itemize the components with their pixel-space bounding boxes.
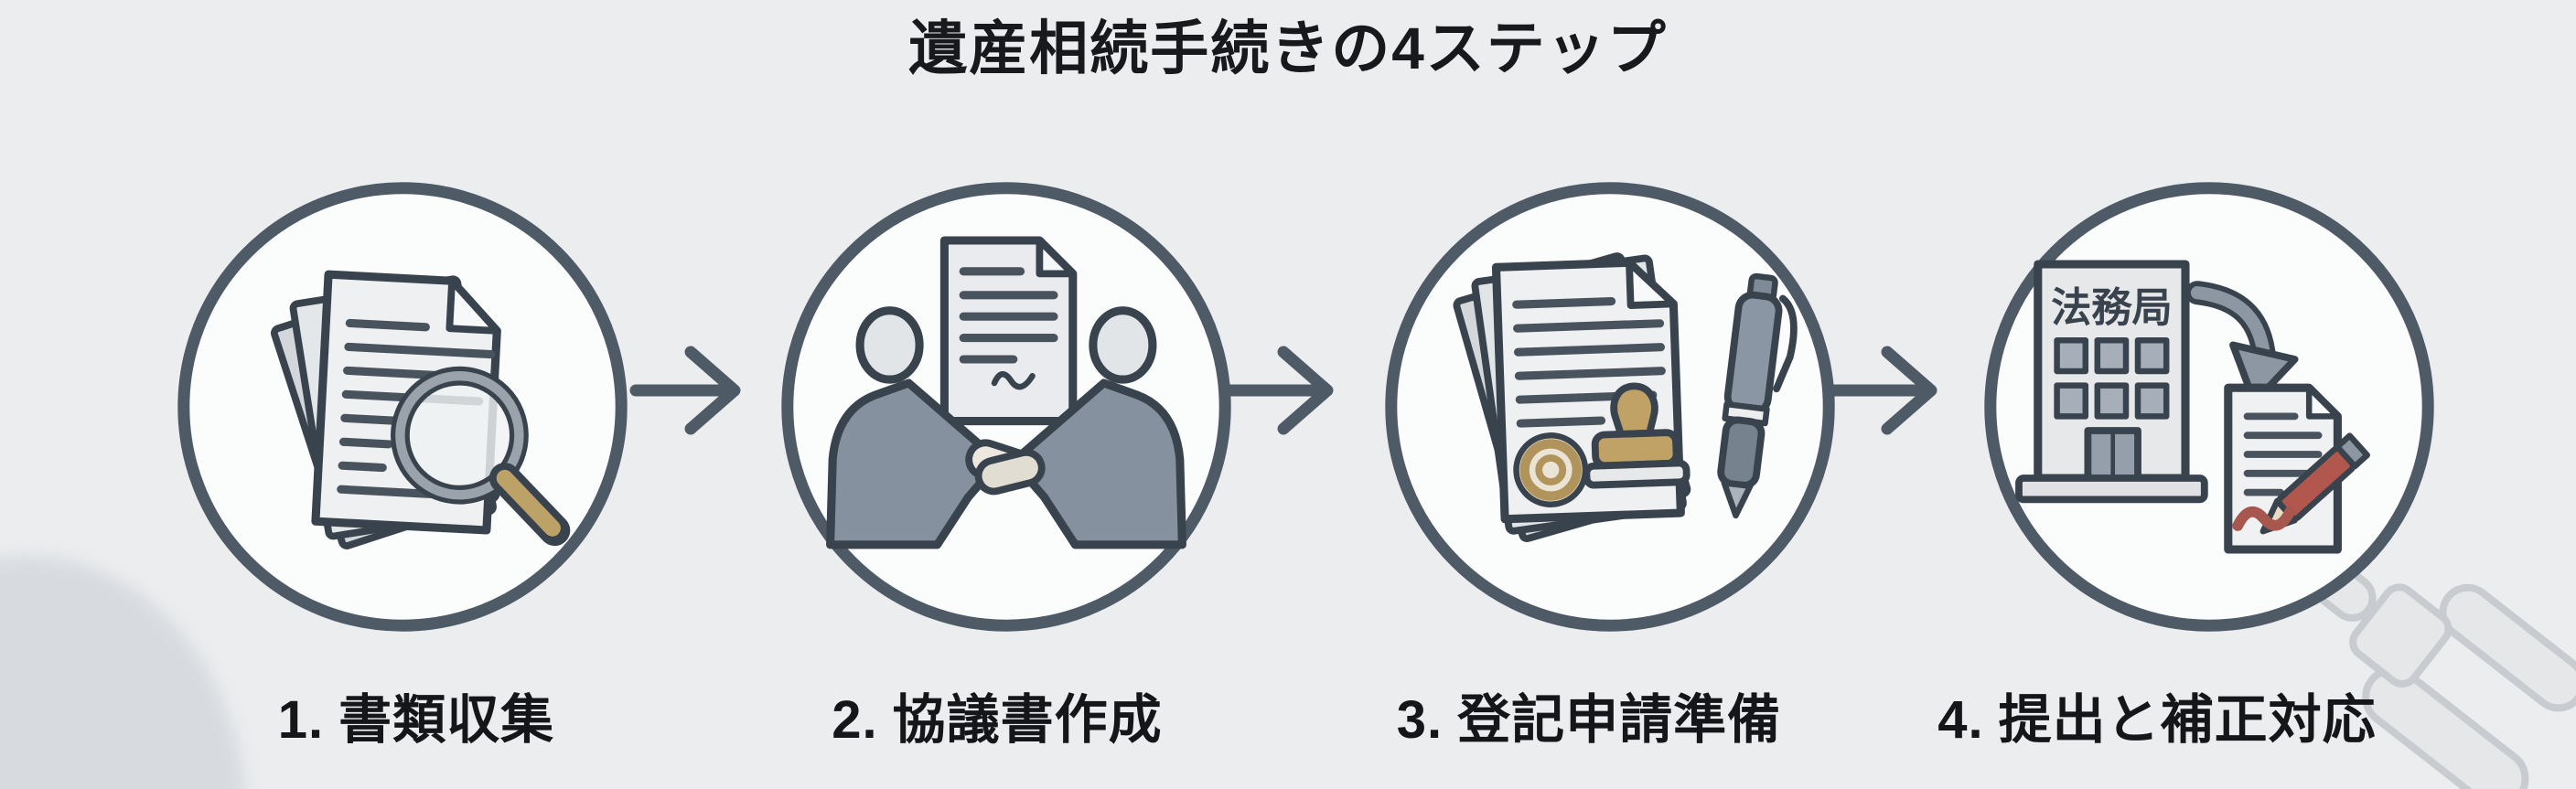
step-1-circle xyxy=(177,182,628,632)
step-3-circle xyxy=(1385,182,1835,632)
step-4-number: 4. xyxy=(1937,690,1984,750)
stamped-documents-pen-icon xyxy=(1453,252,1798,543)
step-1-name: 書類収集 xyxy=(338,690,555,750)
building-sign-text: 法務局 xyxy=(2051,285,2173,330)
step-2-label: 2.協議書作成 xyxy=(832,677,1162,753)
step-4-name: 提出と補正対応 xyxy=(1998,690,2377,750)
handshake-agreement-icon xyxy=(826,236,1186,549)
bureau-submission-icon: 法務局 xyxy=(2015,260,2370,554)
step-3-label: 3.登記申請準備 xyxy=(1397,677,1781,753)
step-2-name: 協議書作成 xyxy=(892,690,1163,750)
step-4-circle: 法務局 xyxy=(1984,182,2434,632)
page-title: 遺産相続手続きの4ステップ xyxy=(908,16,1668,81)
step-2-number: 2. xyxy=(832,690,878,750)
flow-arrow-icon xyxy=(629,346,741,435)
step-1-number: 1. xyxy=(277,690,325,750)
step-2-circle xyxy=(781,182,1231,632)
step-3-name: 登記申請準備 xyxy=(1457,690,1782,750)
documents-magnifier-icon xyxy=(271,270,571,549)
step-1-label: 1.書類収集 xyxy=(278,677,554,753)
step-3-number: 3. xyxy=(1396,690,1444,750)
gavel-watermark-icon xyxy=(2252,570,2576,789)
step-4-label: 4.提出と補正対応 xyxy=(1937,677,2376,753)
flow-arrow-icon xyxy=(1826,346,1937,435)
flow-arrow-icon xyxy=(1222,346,1334,435)
